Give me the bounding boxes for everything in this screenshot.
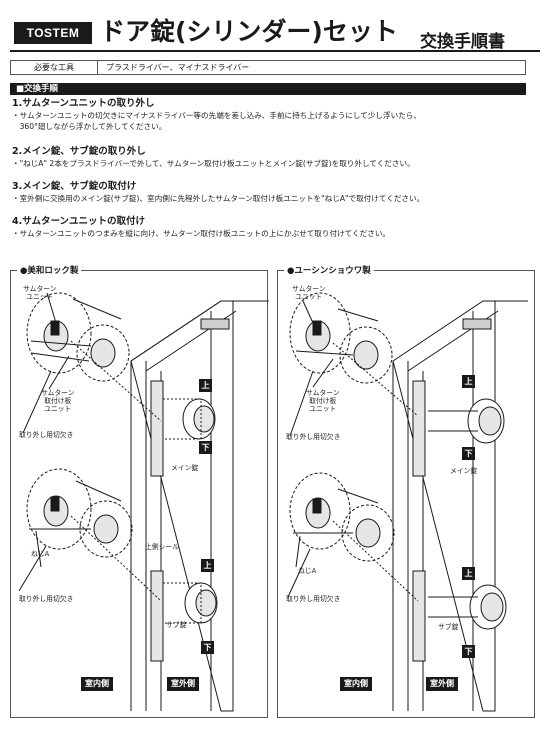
label-thumbturn: サムターン ユニット bbox=[23, 285, 57, 301]
label-sub-lock: サブ錠 bbox=[166, 621, 187, 629]
step-title: 3.メイン錠、サブ錠の取付け bbox=[12, 181, 137, 192]
direction-down: 下 bbox=[462, 645, 475, 658]
label-notch: 取り外し用切欠き bbox=[286, 433, 341, 441]
label-outside: 室外側 bbox=[167, 677, 199, 691]
page-subtitle: 交換手順書 bbox=[420, 32, 505, 52]
label-notch: 取り外し用切欠き bbox=[286, 595, 341, 603]
ushin-diagram bbox=[287, 292, 528, 712]
page-title: ドア錠(シリンダー)セット bbox=[100, 17, 398, 46]
label-thumbturn: サムターン ユニット bbox=[292, 285, 326, 301]
step-text: ・サムターンユニットのつまみを縦に向け、サムターン取付け板ユニットの上にかぶせて… bbox=[12, 229, 391, 238]
step-text: 360°廻しながら浮かして外してください。 bbox=[12, 122, 167, 131]
miwa-diagram bbox=[18, 292, 269, 712]
step-1: 1.サムターンユニットの取り外し ・サムターンユニットの切欠きにマイナスドライバ… bbox=[12, 98, 522, 132]
direction-up: 上 bbox=[201, 559, 214, 572]
label-plate: サムターン 取付け板 ユニット bbox=[41, 389, 75, 413]
step-3: 3.メイン錠、サブ錠の取付け ・室外側に交換用のメイン錠(サブ錠)、室内側に先程… bbox=[12, 181, 522, 204]
tools-table: 必要な工具 プラスドライバー、マイナスドライバー bbox=[10, 60, 526, 75]
direction-down: 下 bbox=[462, 447, 475, 460]
step-text: ・"ねじA" 2本をプラスドライバーで外して、サムターン取付け板ユニットとメイン… bbox=[12, 159, 415, 168]
label-screw-a: ねじA bbox=[298, 567, 317, 575]
label-main-lock: メイン錠 bbox=[450, 467, 478, 475]
step-2: 2.メイン錠、サブ錠の取り外し ・"ねじA" 2本をプラスドライバーで外して、サ… bbox=[12, 146, 522, 169]
direction-down: 下 bbox=[199, 441, 212, 454]
panel-title: ●ユーシンショウワ製 bbox=[284, 264, 374, 276]
direction-up: 上 bbox=[462, 375, 475, 388]
step-4: 4.サムターンユニットの取付け ・サムターンユニットのつまみを縦に向け、サムター… bbox=[12, 216, 522, 239]
label-screw-a: ねじA bbox=[31, 550, 50, 558]
label-notch: 取り外し用切欠き bbox=[19, 595, 74, 603]
tools-label: 必要な工具 bbox=[11, 61, 98, 74]
direction-down: 下 bbox=[201, 641, 214, 654]
tools-value: プラスドライバー、マイナスドライバー bbox=[106, 63, 250, 72]
step-text: ・サムターンユニットの切欠きにマイナスドライバー等の先端を差し込み、手前に持ち上… bbox=[12, 111, 421, 120]
label-inside: 室内側 bbox=[81, 677, 113, 691]
label-sub-lock: サブ錠 bbox=[438, 623, 459, 631]
direction-up: 上 bbox=[462, 567, 475, 580]
label-notch: 取り外し用切欠き bbox=[19, 431, 74, 439]
step-title: 4.サムターンユニットの取付け bbox=[12, 216, 146, 227]
brand-logo: TOSTEM bbox=[14, 22, 92, 44]
step-title: 2.メイン錠、サブ錠の取り外し bbox=[12, 146, 146, 157]
label-main-lock: メイン錠 bbox=[171, 464, 199, 472]
label-outside: 室外側 bbox=[426, 677, 458, 691]
procedure-heading: ■交換手順 bbox=[10, 83, 526, 95]
label-inside: 室内側 bbox=[340, 677, 372, 691]
panel-miwa: ●美和ロック製 bbox=[10, 264, 269, 718]
label-top-seal: 上側シール bbox=[145, 543, 179, 551]
direction-up: 上 bbox=[199, 379, 212, 392]
header-rule bbox=[10, 50, 540, 52]
panel-title: ●美和ロック製 bbox=[17, 264, 82, 276]
panel-ushin-showa: ●ユーシンショウワ製 bbox=[277, 264, 535, 718]
label-plate: サムターン 取付け板 ユニット bbox=[306, 389, 340, 413]
step-text: ・室外側に交換用のメイン錠(サブ錠)、室内側に先程外したサムターン取付け板ユニッ… bbox=[12, 194, 425, 203]
step-title: 1.サムターンユニットの取り外し bbox=[12, 98, 155, 109]
